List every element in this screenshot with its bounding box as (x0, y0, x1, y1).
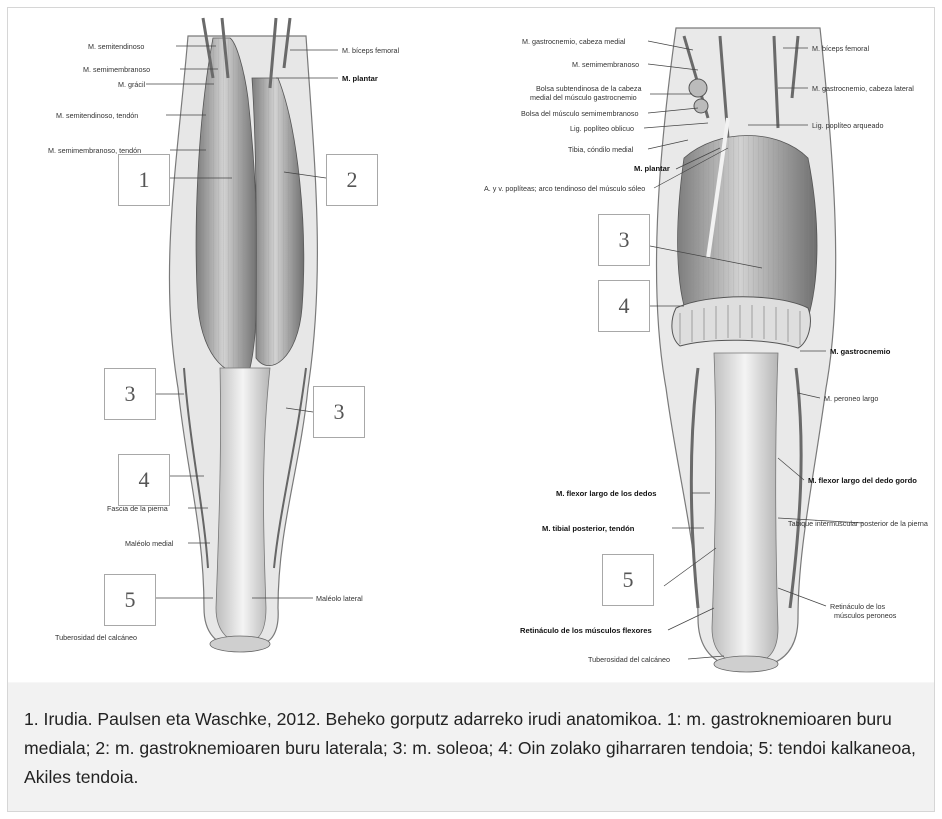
number-box-3-left-b: 3 (313, 386, 365, 438)
label-tibia: Tibia, cóndilo medial (568, 145, 633, 154)
label-flexor-dedo-gordo: M. flexor largo del dedo gordo (808, 476, 917, 485)
label-bolsa-subtendinosa-1: Bolsa subtendinosa de la cabeza (536, 84, 642, 93)
number-box-3-left-a: 3 (104, 368, 156, 420)
label-lig-obliquo: Lig. poplíteo oblicuo (570, 124, 634, 133)
anatomy-figure: M. semitendinoso M. semimembranoso M. gr… (8, 8, 934, 682)
figure-caption: 1. Irudia. Paulsen eta Waschke, 2012. Be… (8, 683, 934, 811)
label-maleolo-medial: Maléolo medial (125, 539, 173, 548)
label-semimembranoso-right: M. semimembranoso (572, 60, 639, 69)
number-box-5-left: 5 (104, 574, 156, 626)
label-retinaculo-flexores: Retináculo de los músculos flexores (520, 626, 652, 635)
label-tuberosidad-left: Tuberosidad del calcáneo (55, 633, 137, 642)
label-bolsa-subtendinosa-2: medial del músculo gastrocnemio (530, 93, 637, 102)
label-gastro-lateral: M. gastrocnemio, cabeza lateral (812, 84, 914, 93)
label-semimembranoso: M. semimembranoso (83, 65, 150, 74)
number-box-2: 2 (326, 154, 378, 206)
label-flexor-dedos: M. flexor largo de los dedos (556, 489, 656, 498)
left-leg (169, 18, 317, 652)
label-bolsa-semimembranoso: Bolsa del músculo semimembranoso (521, 109, 638, 118)
caption-text: 1. Irudia. Paulsen eta Waschke, 2012. Be… (24, 709, 916, 787)
label-tabique: Tabique intermuscular posterior de la pi… (788, 519, 928, 528)
left-achilles (216, 368, 270, 643)
label-semitendinoso-tendon: M. semitendinoso, tendón (56, 111, 138, 120)
number-box-5-right: 5 (602, 554, 654, 606)
label-gracil: M. grácil (118, 80, 145, 89)
right-gastro-cut (672, 297, 810, 348)
label-retinaculo-peroneos-2: músculos peroneos (834, 611, 896, 620)
label-retinaculo-peroneos-1: Retináculo de los (830, 602, 885, 611)
label-tuberosidad-right: Tuberosidad del calcáneo (588, 655, 670, 664)
label-plantar-right: M. plantar (634, 164, 670, 173)
label-biceps-femoral-left: M. bíceps femoral (342, 46, 399, 55)
label-plantar-left: M. plantar (342, 74, 378, 83)
label-biceps-femoral-right: M. bíceps femoral (812, 44, 869, 53)
number-box-1: 1 (118, 154, 170, 206)
number-box-4-right: 4 (598, 280, 650, 332)
number-box-4-left: 4 (118, 454, 170, 506)
right-achilles (712, 353, 778, 664)
label-semitendinoso: M. semitendinoso (88, 42, 144, 51)
label-lig-arqueado: Lig. poplíteo arqueado (812, 121, 884, 130)
label-peroneo-largo: M. peroneo largo (824, 394, 878, 403)
number-box-3-right: 3 (598, 214, 650, 266)
label-arco: A. y v. poplíteas; arco tendinoso del mú… (484, 184, 645, 193)
label-gastrocnemio: M. gastrocnemio (830, 347, 890, 356)
label-maleolo-lateral: Maléolo lateral (316, 594, 363, 603)
label-tibial-posterior: M. tibial posterior, tendón (542, 524, 634, 533)
label-gastro-medial: M. gastrocnemio, cabeza medial (522, 37, 625, 46)
